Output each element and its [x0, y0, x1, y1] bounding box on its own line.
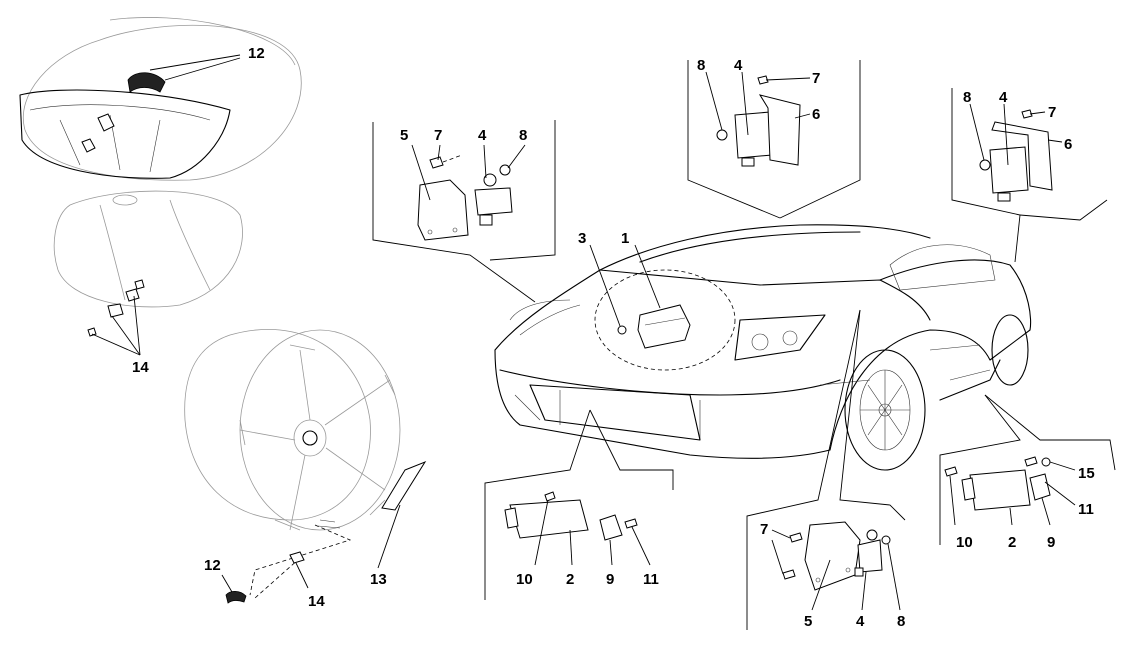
- callout-5-front: 5: [400, 127, 408, 144]
- callout-6-topright: 6: [1064, 136, 1072, 153]
- callout-7-topright: 7: [1048, 104, 1056, 121]
- callout-8-front: 8: [519, 127, 527, 144]
- callout-8-bm: 8: [897, 613, 905, 630]
- tire-assembly-middle: [53, 190, 243, 356]
- callout-12-wheel: 12: [204, 557, 221, 574]
- callout-5-bm: 5: [804, 613, 812, 630]
- callout-13: 13: [370, 571, 387, 588]
- callout-4-front: 4: [478, 127, 487, 144]
- center-ecu-group: [589, 244, 736, 371]
- wheel-rim: [184, 329, 401, 531]
- detail-bottom-middle: [746, 309, 906, 630]
- callout-7-front: 7: [434, 127, 442, 144]
- callout-8-topright: 8: [963, 89, 971, 106]
- callout-10-r: 10: [956, 534, 973, 551]
- tire-assembly-top: [19, 17, 302, 181]
- callout-7-bm: 7: [760, 521, 768, 538]
- label-strip: [381, 460, 427, 511]
- detail-top-middle: [687, 60, 861, 219]
- detail-top-right: [951, 88, 1108, 263]
- callout-1: 1: [621, 230, 629, 247]
- callout-3: 3: [578, 230, 586, 247]
- detail-front-left: [372, 120, 556, 303]
- callout-10-bl: 10: [516, 571, 533, 588]
- callout-11-bl: 11: [643, 571, 659, 588]
- wheel-sensor-parts: [221, 524, 352, 604]
- callout-11-r: 11: [1078, 501, 1094, 518]
- callout-4-topright: 4: [999, 89, 1008, 106]
- detail-bottom-left: [484, 409, 674, 600]
- callout-7-topmid: 7: [812, 70, 820, 87]
- detail-right: [939, 394, 1116, 545]
- callout-4-bm: 4: [856, 613, 865, 630]
- callout-2-r: 2: [1008, 534, 1016, 551]
- callout-4-topmid: 4: [734, 57, 743, 74]
- callout-15-r: 15: [1078, 465, 1095, 482]
- callout-9-r: 9: [1047, 534, 1055, 551]
- car-body: [494, 224, 1032, 471]
- callout-12-tire: 12: [248, 45, 265, 62]
- callout-14-wheel: 14: [308, 593, 325, 610]
- callout-9-bl: 9: [606, 571, 614, 588]
- callout-2-bl: 2: [566, 571, 574, 588]
- callout-6-topmid: 6: [812, 106, 820, 123]
- callout-14-tire: 14: [132, 359, 149, 376]
- callout-8-topmid: 8: [697, 57, 705, 74]
